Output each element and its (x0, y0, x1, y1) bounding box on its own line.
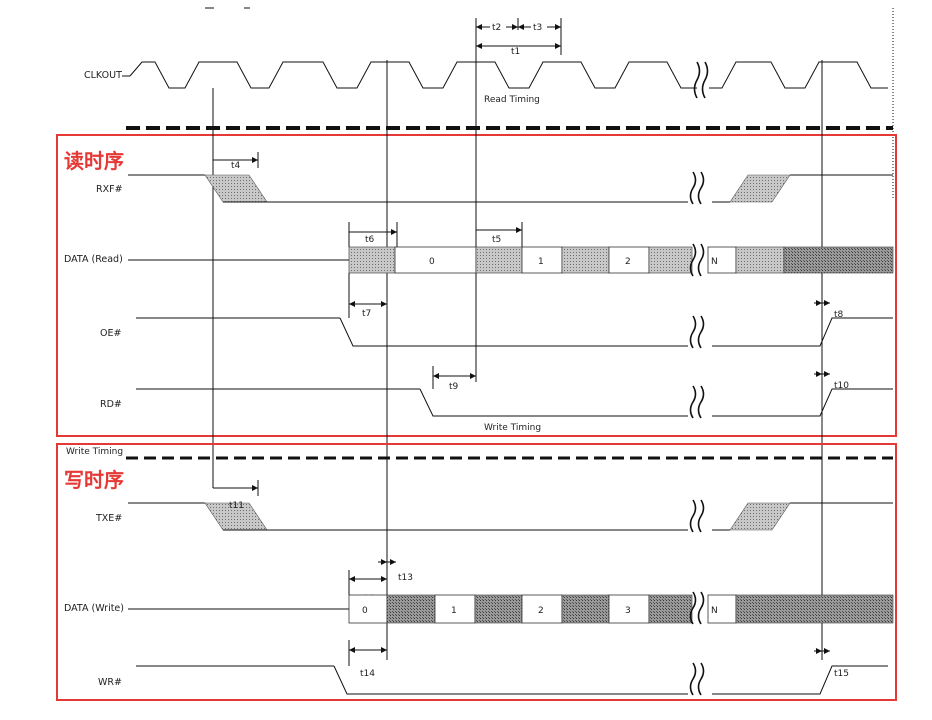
data-write-cell-n: N (711, 606, 718, 616)
write-section-box (56, 443, 897, 701)
t7-label: t7 (362, 309, 371, 319)
t1-label: t1 (511, 47, 520, 57)
data-write-cell-2: 2 (538, 606, 544, 616)
t9-label: t9 (449, 382, 459, 392)
data-write-cell-0: 0 (362, 606, 368, 616)
data-read-label: DATA (Read) (64, 254, 123, 265)
read-section-title: 读时序 (64, 149, 124, 173)
txe-label: TXE# (95, 513, 122, 524)
clkout-waveform-tail (709, 61, 888, 89)
write-timing-caption: Write Timing (484, 423, 541, 433)
t10-label: t10 (834, 381, 849, 391)
t2-label: t2 (492, 23, 501, 33)
clkout-label: CLKOUT (84, 70, 122, 81)
data-read-cell-n: N (711, 257, 718, 267)
t13-label: t13 (398, 573, 413, 583)
t15-label: t15 (834, 669, 849, 679)
clkout-waveform (129, 61, 697, 89)
t3-label: t3 (533, 23, 542, 33)
rd-label: RD# (100, 399, 122, 410)
write-section-title: 写时序 (64, 468, 124, 492)
oe-label: OE# (100, 328, 121, 339)
read-timing-caption: Read Timing (484, 95, 540, 105)
t8-label: t8 (834, 310, 844, 320)
data-read-cell-0: 0 (429, 257, 435, 267)
data-write-label: DATA (Write) (64, 603, 124, 614)
t6-label: t6 (365, 235, 375, 245)
t4-label: t4 (231, 161, 241, 171)
rxf-label: RXF# (96, 184, 123, 195)
wr-label: WR# (98, 677, 122, 688)
t11-label: t11 (229, 501, 244, 511)
break-mark (693, 61, 709, 99)
t5-label: t5 (492, 235, 501, 245)
data-read-cell-1: 1 (538, 257, 544, 267)
t14-label: t14 (360, 669, 375, 679)
data-write-cell-1: 1 (451, 606, 457, 616)
write-timing-left-caption: Write Timing (66, 447, 123, 457)
data-read-cell-2: 2 (625, 257, 631, 267)
data-write-cell-3: 3 (625, 606, 631, 616)
